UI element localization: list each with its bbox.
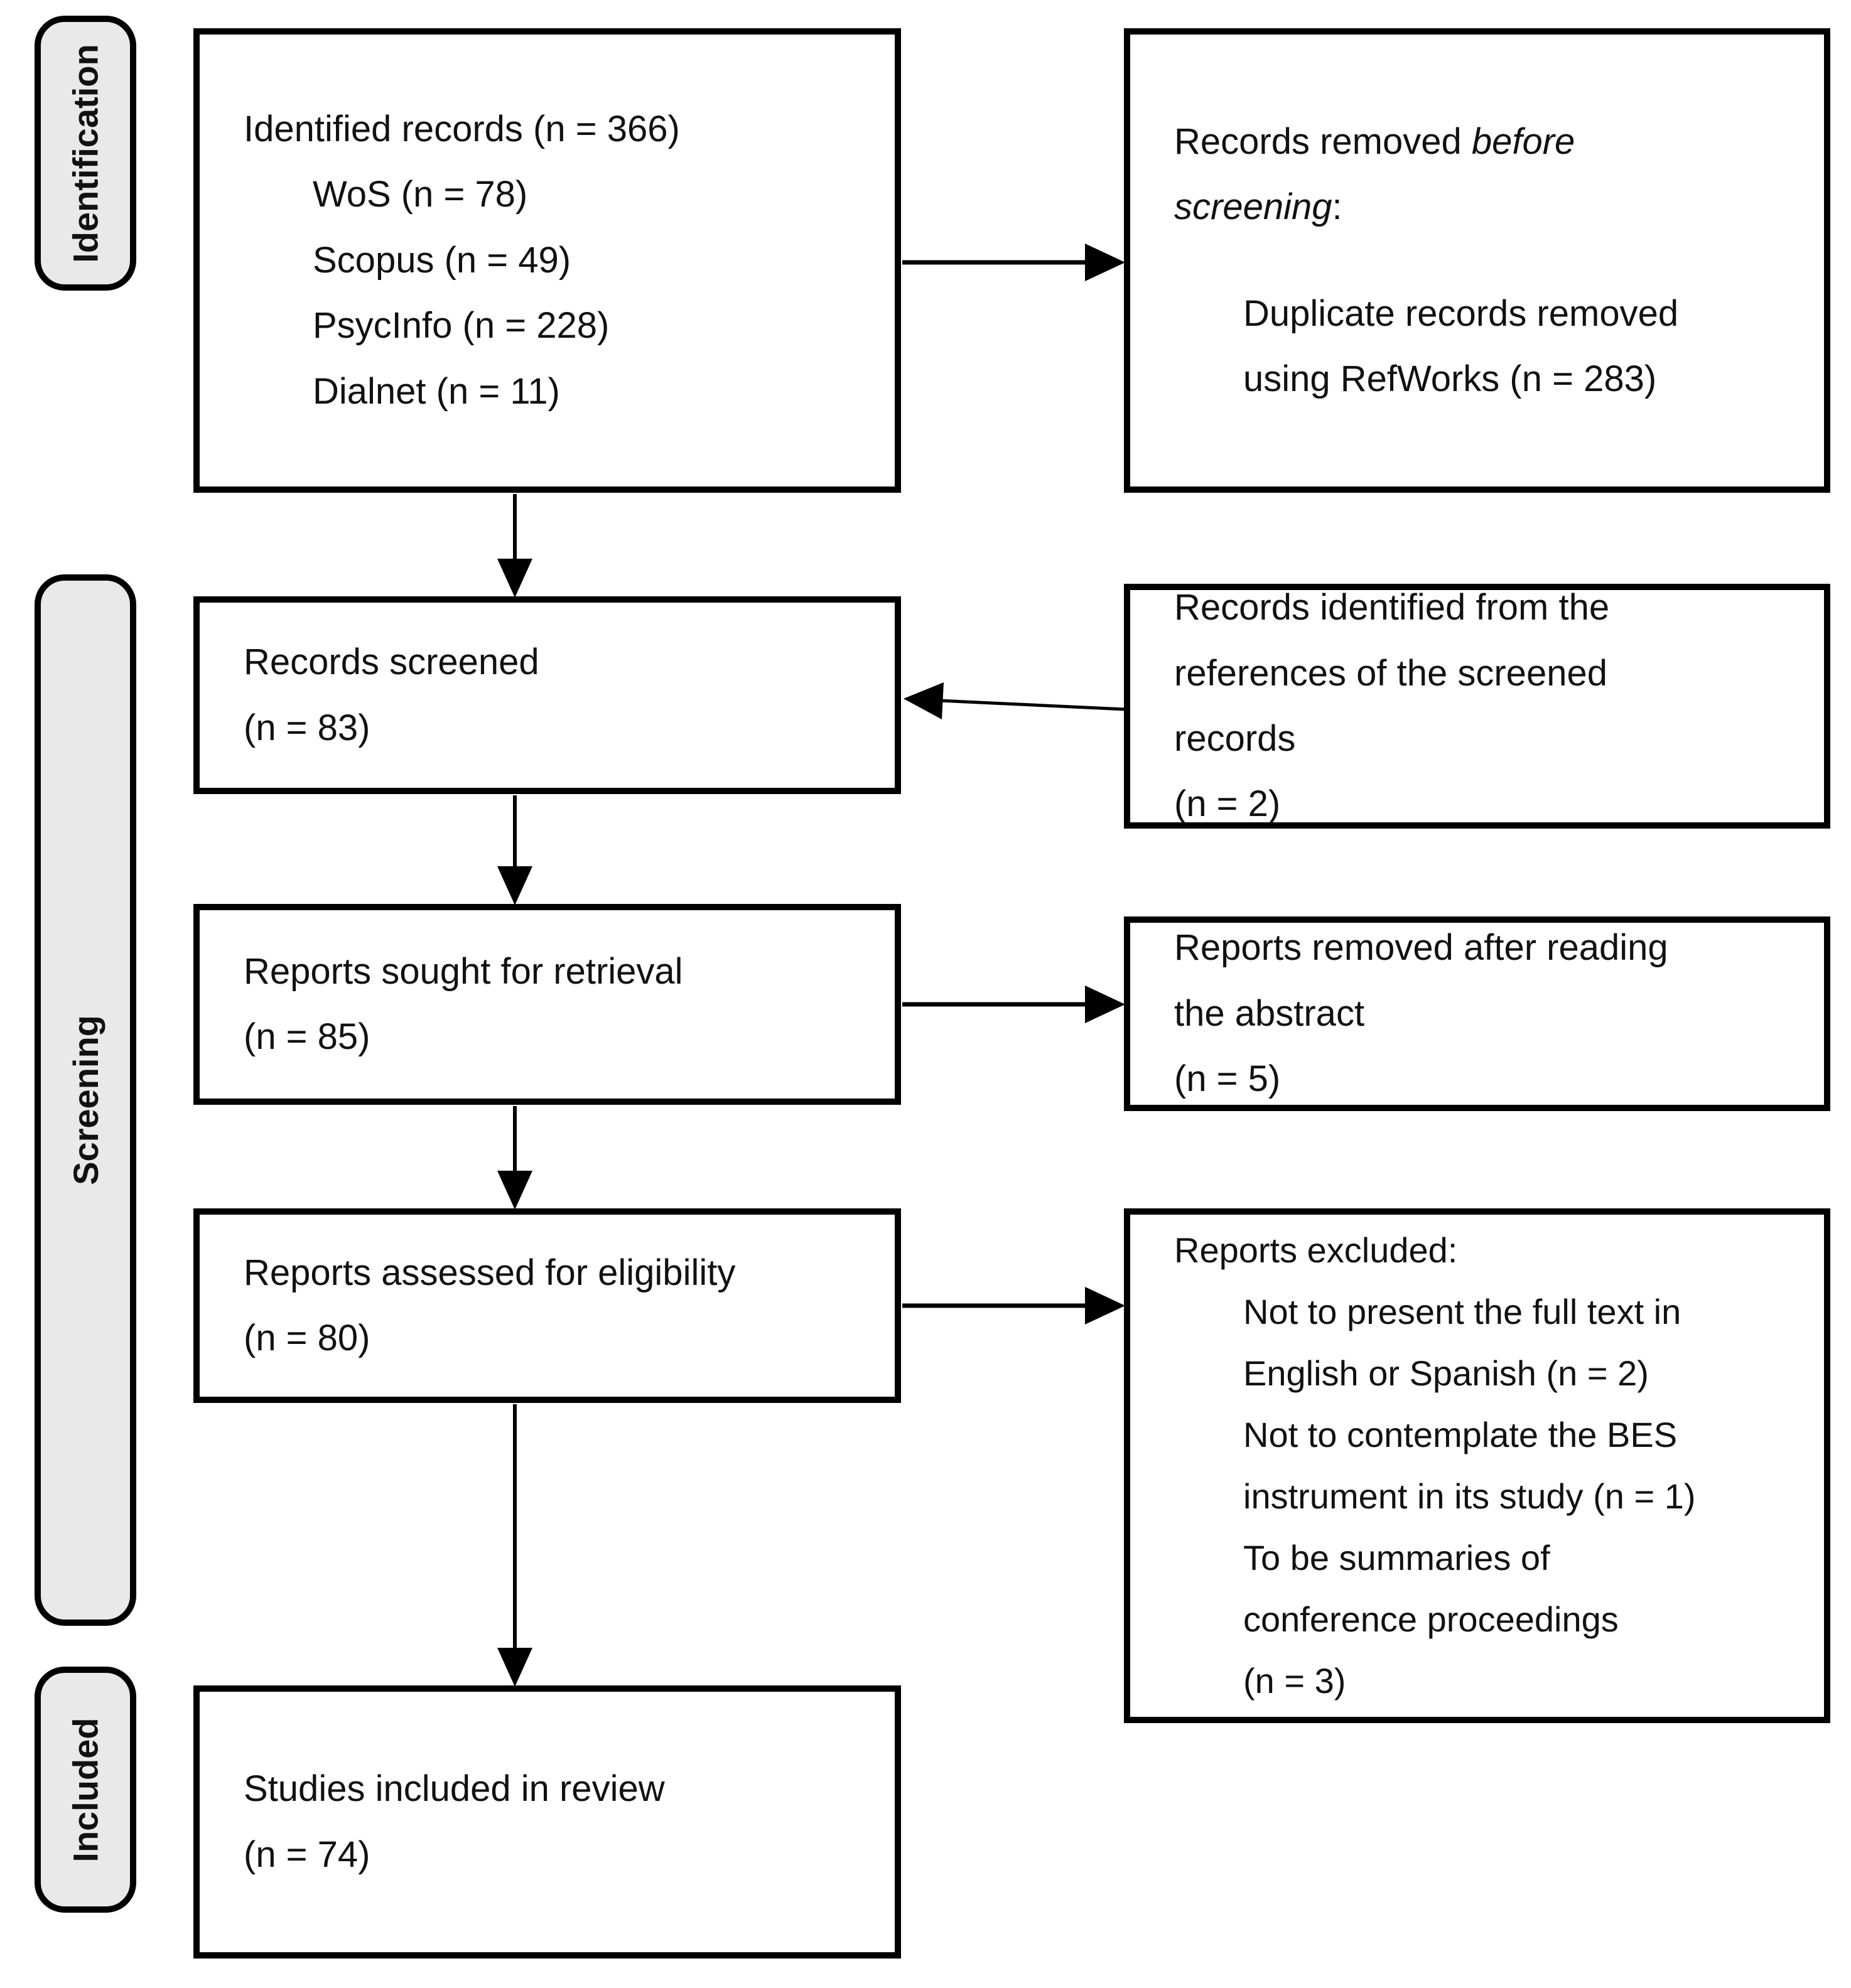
stage-screening: Screening: [35, 574, 136, 1626]
records-removed-before-screening-box: Records removed before screening: Duplic…: [1124, 28, 1830, 493]
reports-assessed-box: Reports assessed for eligibility(n = 80): [193, 1208, 901, 1403]
identified-source-dialnet: Dialnet (n = 11): [313, 370, 560, 412]
records-removed-prefix: Records removed: [1174, 121, 1472, 162]
studies-included-text: Studies included in review(n = 74): [244, 1768, 665, 1875]
reports-excluded-heading: Reports excluded:: [1174, 1230, 1458, 1270]
records-removed-italic-screening: screening: [1174, 186, 1332, 228]
identified-source-wos: WoS (n = 78): [313, 174, 528, 215]
stage-screening-label: Screening: [65, 1015, 105, 1185]
arrow-sought-to-removed-abstract-head: [1085, 986, 1125, 1023]
records-removed-before-heading: Records removed before screening:: [1174, 109, 1805, 240]
identified-records-box: Identified records (n = 366) WoS (n = 78…: [193, 28, 901, 493]
stage-included: Included: [35, 1667, 136, 1913]
reports-sought-text: Reports sought for retrieval(n = 85): [244, 950, 683, 1057]
arrow-assessed-to-excluded-head: [1085, 1287, 1125, 1324]
stage-included-label: Included: [65, 1717, 105, 1862]
arrow-screened-to-sought-head: [497, 866, 532, 905]
reports-assessed-text: Reports assessed for eligibility(n = 80): [244, 1252, 736, 1358]
arrow-identified-to-removed-head: [1085, 244, 1125, 281]
stage-identification: Identification: [35, 16, 136, 291]
records-screened-text: Records screened(n = 83): [244, 642, 539, 748]
arrow-assessed-to-included-head: [497, 1648, 532, 1687]
reports-excluded-box: Reports excluded: Not to present the ful…: [1124, 1208, 1830, 1723]
records-removed-colon: :: [1332, 186, 1342, 228]
identified-records-title: Identified records (n = 366): [244, 109, 680, 150]
reports-sought-box: Reports sought for retrieval(n = 85): [193, 904, 901, 1105]
arrow-references-to-screened-head: [904, 682, 944, 719]
arrow-sought-to-assessed-head: [497, 1171, 532, 1210]
records-screened-box: Records screened(n = 83): [193, 596, 901, 794]
studies-included-box: Studies included in review(n = 74): [193, 1685, 901, 1958]
arrow-identified-to-screened-head: [497, 559, 532, 598]
identified-source-psycinfo: PsycInfo (n = 228): [313, 305, 610, 347]
stage-identification-label: Identification: [65, 43, 105, 263]
arrow-references-to-screened-line: [939, 699, 1126, 711]
identified-source-scopus: Scopus (n = 49): [313, 239, 571, 281]
records-removed-italic-before: before: [1471, 121, 1575, 162]
